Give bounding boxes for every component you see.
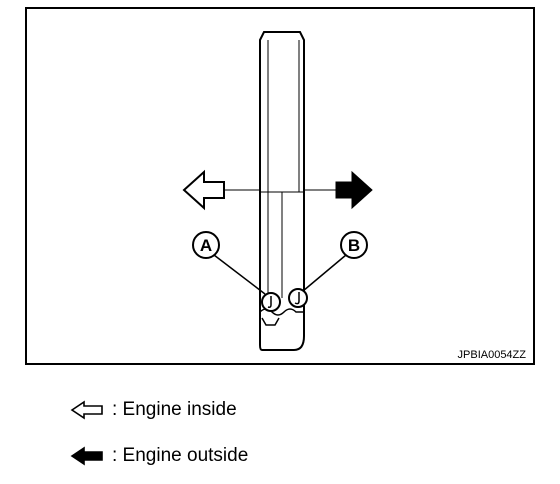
blade-outline [259, 31, 305, 351]
callout-b: B [340, 231, 368, 259]
leader-line-a [213, 254, 266, 295]
callout-b-label: B [348, 236, 360, 255]
component-diagram: A B JPBIA0054ZZ [25, 7, 535, 365]
point-b-circle [288, 288, 308, 308]
callout-a: A [192, 231, 220, 259]
solid-arrow-left-icon [70, 446, 103, 466]
solid-arrow-right-icon [335, 170, 373, 210]
legend-label-inside: : Engine inside [112, 399, 237, 420]
hollow-arrow-left-icon [182, 169, 225, 211]
leader-line-b [302, 254, 347, 292]
point-b-mark [294, 292, 300, 305]
hollow-arrow-left-icon [70, 400, 103, 420]
callout-a-label: A [200, 236, 212, 255]
legend-label-outside: : Engine outside [112, 445, 249, 466]
diagram-frame [25, 7, 535, 365]
figure-code: JPBIA0054ZZ [458, 349, 527, 361]
point-a-mark [267, 296, 272, 308]
legend-row-outside: : Engine outside [70, 444, 248, 468]
blade-notch-inner [261, 317, 280, 326]
legend-row-inside: : Engine inside [70, 398, 237, 422]
